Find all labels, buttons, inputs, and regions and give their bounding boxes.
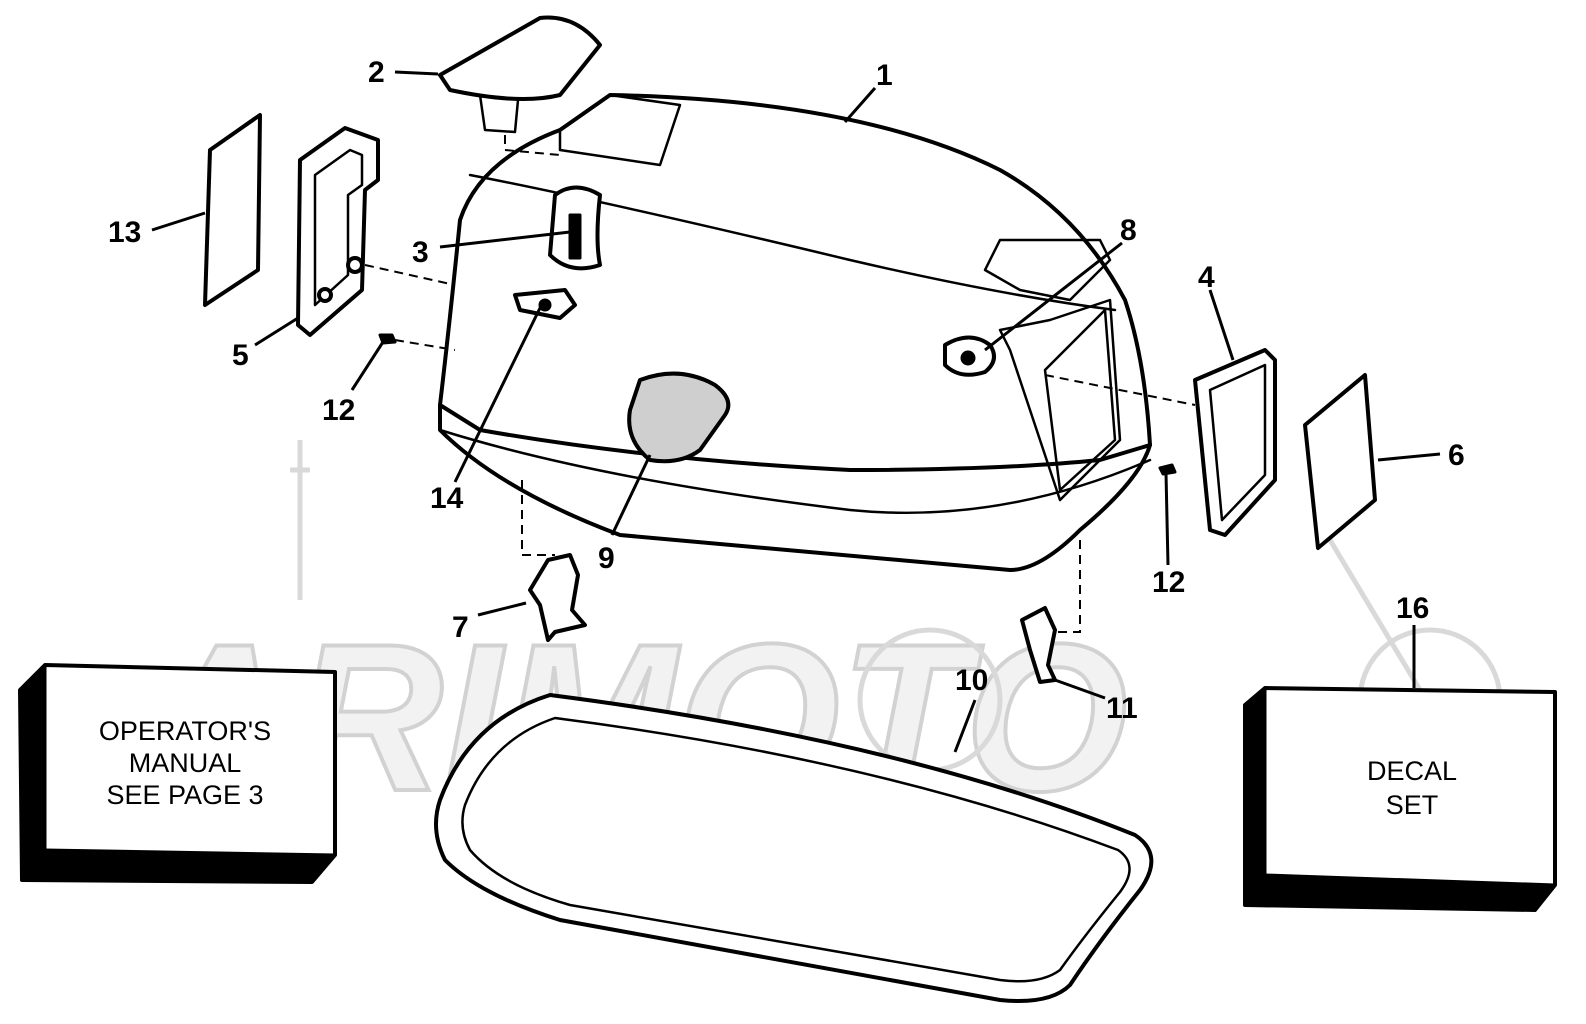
bracket-left-part — [521, 480, 587, 642]
callout-10: 10 — [955, 664, 988, 697]
seal-gasket-part — [434, 693, 1154, 1003]
callout-12-right: 12 — [1152, 566, 1185, 599]
callout-7: 7 — [452, 611, 469, 644]
foam-pad-part — [627, 371, 731, 464]
leader-lines — [151, 70, 1441, 753]
side-frame-part — [296, 126, 456, 351]
decal-set-box: DECAL SET — [1243, 686, 1557, 912]
screw-cutaway-part — [548, 185, 602, 271]
callout-3: 3 — [412, 236, 429, 269]
callout-1: 1 — [876, 59, 893, 92]
callout-labels: 1 2 3 4 5 6 7 8 9 10 11 12 12 13 14 16 — [108, 56, 1465, 725]
operators-manual-box: OPERATOR'S MANUAL SEE PAGE 3 — [18, 663, 337, 884]
side-panel-decal-part — [203, 113, 262, 307]
right-panel-part — [1303, 373, 1377, 550]
cover-plug-part — [438, 15, 602, 156]
decal-set-line1: DECAL — [1367, 756, 1457, 786]
callout-14: 14 — [430, 482, 464, 515]
callout-12-left: 12 — [322, 394, 355, 427]
callout-9: 9 — [598, 542, 615, 575]
screw-right-part — [1158, 463, 1177, 476]
right-frame-part — [1044, 348, 1277, 537]
operators-manual-line3: SEE PAGE 3 — [106, 780, 263, 810]
bracket-right-part — [1020, 540, 1081, 684]
callout-16: 16 — [1396, 592, 1429, 625]
screw-left-part — [378, 333, 397, 345]
callout-11: 11 — [1106, 692, 1138, 725]
grommet-cutaway-part — [943, 335, 996, 377]
decal-set-line2: SET — [1386, 790, 1439, 820]
latch-plate-part — [513, 288, 577, 320]
operators-manual-line1: OPERATOR'S — [99, 716, 271, 746]
callout-13: 13 — [108, 216, 141, 249]
operators-manual-line2: MANUAL — [129, 748, 242, 778]
callout-6: 6 — [1448, 439, 1465, 472]
engine-cover-part — [438, 93, 1152, 572]
callout-2: 2 — [368, 56, 385, 89]
callout-4: 4 — [1198, 261, 1215, 294]
callout-8: 8 — [1120, 214, 1137, 247]
callout-5: 5 — [232, 339, 249, 372]
